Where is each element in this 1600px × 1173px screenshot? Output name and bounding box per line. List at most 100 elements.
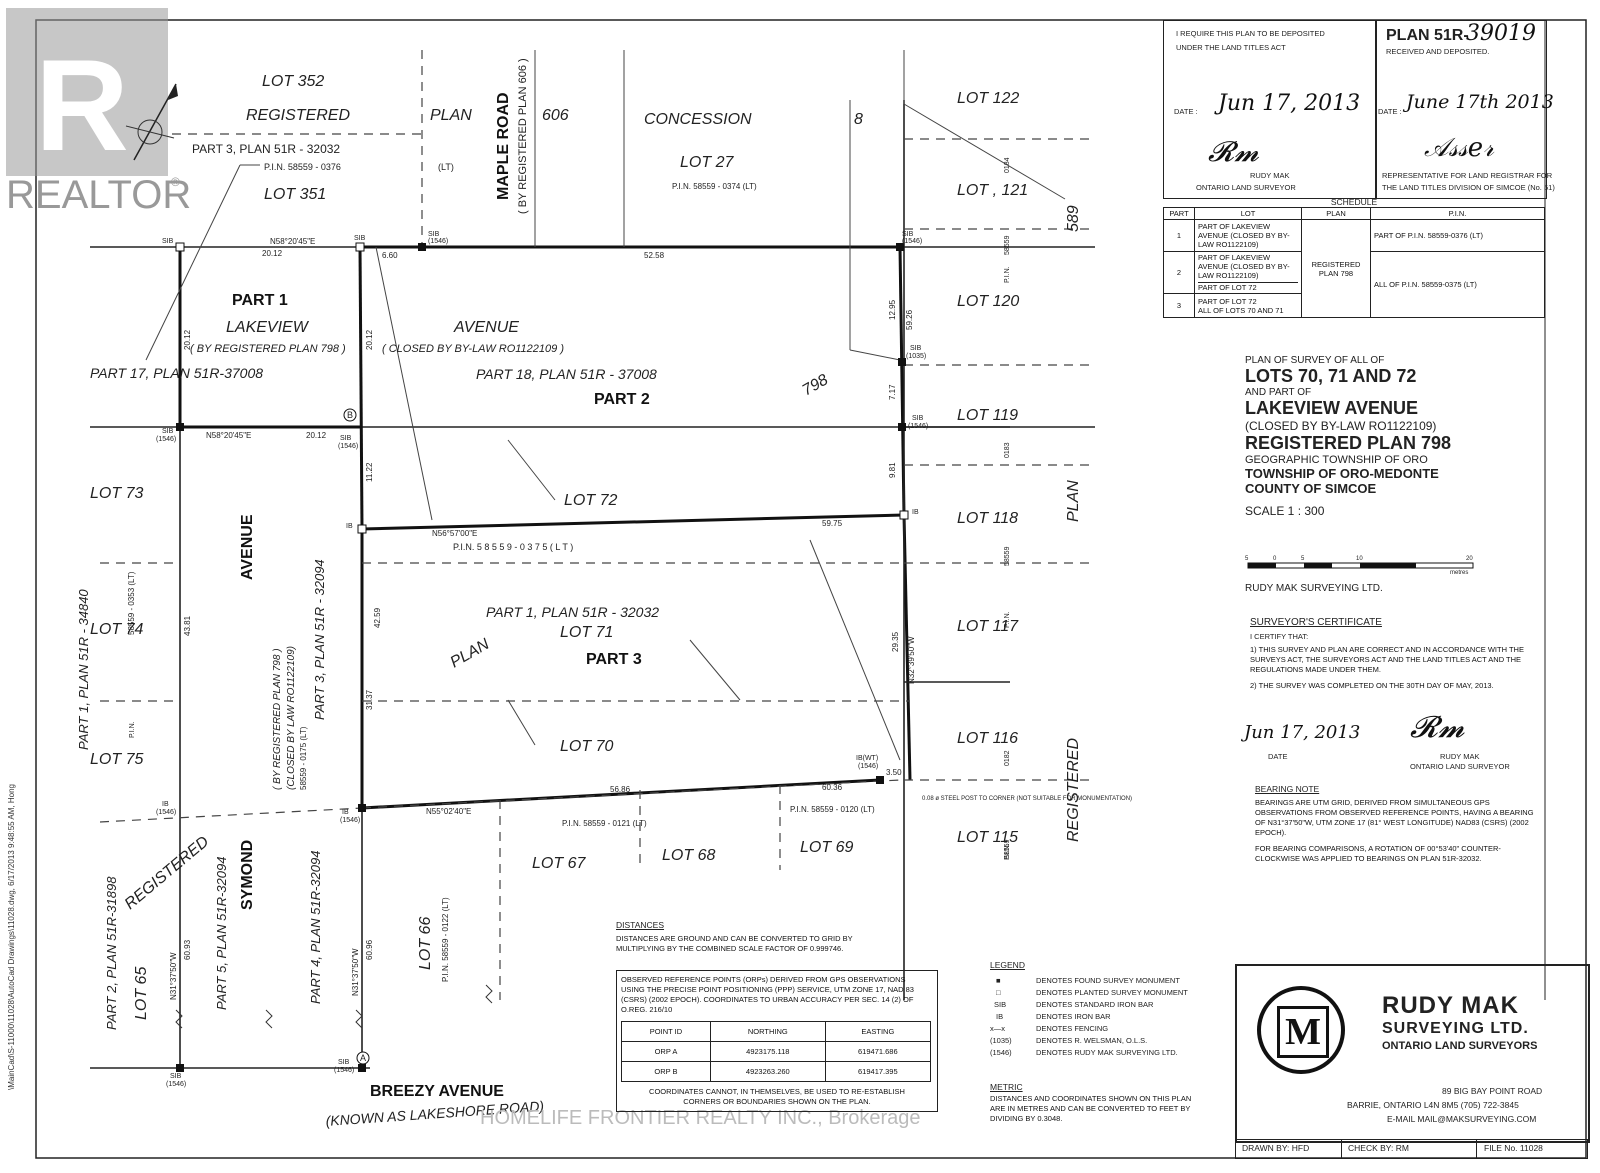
pin-0175-label: 58559 - 0175 (LT) bbox=[299, 726, 308, 790]
code-sib-8: SIB bbox=[340, 435, 352, 442]
lot-71-label: LOT 71 bbox=[560, 624, 613, 641]
plan-798-number: 798 bbox=[800, 371, 832, 399]
schedule-plan-cell: REGISTERED PLAN 798 bbox=[1301, 219, 1371, 318]
code-1546-8: (1546) bbox=[340, 817, 360, 824]
code-sib-2: SIB bbox=[354, 235, 366, 242]
dim-43-81: 43.81 bbox=[183, 615, 192, 636]
dim-42-59: 42.59 bbox=[373, 607, 382, 628]
schedule-row1-part: 1 bbox=[1163, 219, 1195, 252]
code-sib-9: SIB bbox=[170, 1073, 182, 1080]
pin-right-1: P.I.N. bbox=[1004, 266, 1011, 283]
maple-road-sub-label: ( BY REGISTERED PLAN 606 ) bbox=[517, 58, 529, 214]
code-1546-4: (1546) bbox=[156, 436, 176, 443]
pin-0183-label: 0183 bbox=[1004, 442, 1011, 458]
dim-60-36: 60.36 bbox=[822, 783, 843, 792]
orp-text: OBSERVED REFERENCE POINTS (ORPs) DERIVED… bbox=[621, 975, 914, 1014]
schedule-header-part: PART bbox=[1163, 207, 1195, 220]
code-1546-1: (1546) bbox=[428, 238, 448, 245]
title-line-5: (CLOSED BY BY-LAW RO1122109) bbox=[1245, 419, 1437, 433]
registration-request-box: I REQUIRE THIS PLAN TO BE DEPOSITED UNDE… bbox=[1163, 20, 1377, 199]
schedule-row3-lot-b: ALL OF LOTS 70 AND 71 bbox=[1198, 305, 1284, 315]
request-signer: RUDY MAK bbox=[1250, 171, 1290, 180]
bearing-2: N58°20'45"E bbox=[206, 431, 251, 440]
surveyor-signature: 𝓡𝓶 bbox=[1208, 135, 1260, 168]
orp-a-id: ORP A bbox=[621, 1041, 711, 1062]
legend-text: DENOTES IRON BAR bbox=[1036, 1012, 1111, 1021]
company-address-1: 89 BIG BAY POINT ROAD bbox=[1442, 1086, 1543, 1096]
part3-32094-label: PART 3, PLAN 51R - 32094 bbox=[312, 559, 327, 720]
drawing-frame bbox=[35, 19, 1587, 1159]
title-line-4: LAKEVIEW AVENUE bbox=[1245, 398, 1419, 418]
legend-symbol-fence-icon: x—x bbox=[990, 1024, 1005, 1033]
schedule-row2-pin: ALL OF P.I.N. 58559-0375 (LT) bbox=[1370, 251, 1545, 318]
pin-0122-label: P.I.N. 58559 - 0122 (LT) bbox=[441, 897, 450, 982]
bearing-note-p1: BEARINGS ARE UTM GRID, DERIVED FROM SIMU… bbox=[1255, 798, 1534, 837]
lot-121-label: LOT , 121 bbox=[957, 182, 1028, 199]
plan-number-handwritten: 39019 bbox=[1466, 21, 1536, 46]
certificate-date-handwritten: Jun 17, 2013 bbox=[1244, 722, 1361, 743]
lot-116-label: LOT 116 bbox=[957, 730, 1018, 747]
pin-0184-label: 0184 bbox=[1004, 157, 1011, 173]
part4-32094-label: PART 4, PLAN 51R-32094 bbox=[308, 851, 323, 1004]
point-a-label: A bbox=[360, 1053, 366, 1063]
pin-58559-right-1: 58559 bbox=[1004, 235, 1011, 255]
registrar-line-2: THE LAND TITLES DIVISION OF SIMCOE (No. … bbox=[1382, 183, 1555, 192]
registered-mark: ® bbox=[171, 175, 180, 189]
dim-59-75: 59.75 bbox=[822, 519, 843, 528]
realtor-watermark-text: REALTOR bbox=[6, 173, 191, 217]
lot-27-label: LOT 27 bbox=[680, 154, 734, 171]
certificate-signature: 𝓡𝓶 bbox=[1410, 710, 1465, 745]
part2-31898-label: PART 2, PLAN 51R-31898 bbox=[104, 876, 119, 1030]
scale-bar bbox=[1247, 562, 1474, 569]
code-1546-3: (1546) bbox=[908, 423, 928, 430]
plan-right-label: PLAN bbox=[1065, 480, 1082, 522]
lot-75-label: LOT 75 bbox=[90, 751, 143, 768]
dim-52-58: 52.58 bbox=[644, 251, 665, 260]
part-1-label: PART 1 bbox=[232, 292, 288, 309]
drawn-check-bar: DRAWN BY: HFD CHECK BY: RM FILE No. 1102… bbox=[1235, 1139, 1588, 1159]
title-line-1: PLAN OF SURVEY OF ALL OF bbox=[1245, 355, 1385, 366]
dim-60-96: 60.96 bbox=[365, 939, 374, 960]
legend-symbol-found-icon: ■ bbox=[996, 976, 1001, 985]
pin-0182-label: 0182 bbox=[1004, 750, 1011, 766]
legend-text: DENOTES PLANTED SURVEY MONUMENT bbox=[1036, 988, 1188, 997]
realtor-watermark-logo: R bbox=[6, 8, 168, 178]
legend-symbol-planted-icon: □ bbox=[996, 988, 1001, 997]
dim-12-95: 12.95 bbox=[888, 299, 897, 320]
breezy-avenue-label: BREEZY AVENUE bbox=[370, 1083, 504, 1100]
orp-box: OBSERVED REFERENCE POINTS (ORPs) DERIVED… bbox=[616, 970, 938, 1112]
request-date-label: DATE : bbox=[1174, 107, 1198, 116]
dim-20-12-right: 20.12 bbox=[365, 329, 374, 350]
title-line-2: LOTS 70, 71 AND 72 bbox=[1245, 366, 1417, 386]
schedule-header-lot: LOT bbox=[1194, 207, 1302, 220]
svg-text:R: R bbox=[35, 32, 129, 178]
request-signer-title: ONTARIO LAND SURVEYOR bbox=[1196, 183, 1296, 192]
scale-unit: metres bbox=[1450, 570, 1469, 576]
orp-a-northing: 4923175.118 bbox=[709, 1041, 826, 1062]
request-line-1: I REQUIRE THIS PLAN TO BE DEPOSITED bbox=[1176, 29, 1325, 38]
lot-120-label: LOT 120 bbox=[957, 293, 1019, 310]
bearing-1: N58°20'45"E bbox=[270, 237, 315, 246]
legend-symbol-1546: (1546) bbox=[990, 1048, 1012, 1057]
request-line-2: UNDER THE LAND TITLES ACT bbox=[1176, 43, 1286, 52]
dim-29-35: 29.35 bbox=[891, 631, 900, 652]
scale-tick-20: 20 bbox=[1466, 556, 1473, 562]
schedule-table-wrap: SCHEDULE PART LOT PLAN P.I.N. 1 PART OF … bbox=[1163, 197, 1545, 318]
lot-66-label: LOT 66 bbox=[417, 917, 434, 970]
dim-20-12-top: 20.12 bbox=[262, 249, 283, 258]
by-plan-798-vertical: ( BY REGISTERED PLAN 798 ) bbox=[272, 648, 283, 790]
schedule-row3-part: 3 bbox=[1163, 293, 1195, 318]
lot-351-label: LOT 351 bbox=[264, 186, 326, 203]
plan-label-top: PLAN bbox=[430, 107, 472, 124]
pin-right-2: P.I.N. bbox=[1004, 611, 1011, 628]
legend-text: DENOTES RUDY MAK SURVEYING LTD. bbox=[1036, 1048, 1178, 1057]
plan-middle-label: PLAN bbox=[448, 636, 493, 672]
steel-post-note: 0.08 ø STEEL POST TO CORNER (NOT SUITABL… bbox=[922, 796, 1132, 802]
schedule-row3-lot-a: PART OF LOT 72 bbox=[1198, 296, 1257, 306]
code-ib-3: IB bbox=[162, 801, 169, 808]
code-ib-1: IB bbox=[346, 523, 353, 530]
company-name-3: ONTARIO LAND SURVEYORS bbox=[1382, 1040, 1538, 1052]
by-plan-798-label: ( BY REGISTERED PLAN 798 ) bbox=[190, 343, 346, 355]
dim-59-26: 59.26 bbox=[905, 309, 914, 330]
